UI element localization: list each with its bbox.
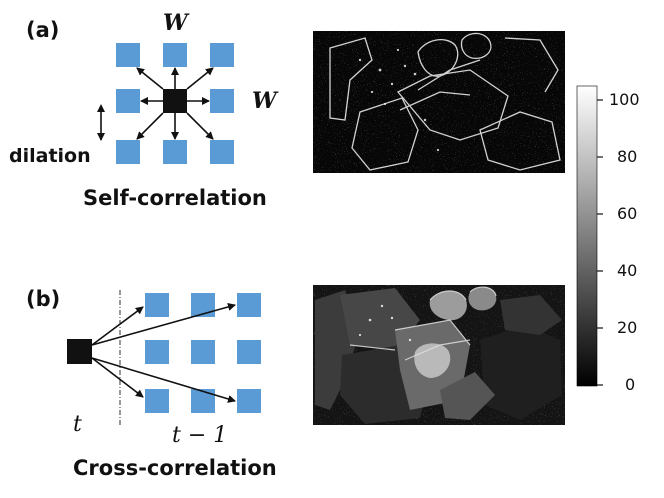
cross-correlation-grid (145, 293, 261, 413)
grid-cell (237, 389, 261, 413)
dilation-label: dilation (9, 145, 91, 167)
grid-cell (163, 43, 187, 67)
panel-b-label: (b) (26, 287, 61, 311)
arrow (91, 357, 236, 403)
panel-a-label: (a) (26, 18, 60, 42)
grid-cell (191, 340, 215, 364)
arrow (91, 303, 236, 346)
self-correlation-caption: Self-correlation (83, 186, 267, 210)
colorbar-tick-label: 20 (617, 318, 638, 337)
grid-cell (116, 89, 140, 113)
colorbar (576, 85, 603, 387)
grid-cell (145, 340, 169, 364)
grid-cell (210, 140, 234, 164)
colorbar-tick-label: 0 (625, 375, 636, 394)
arrow (136, 67, 164, 90)
arrow (186, 112, 214, 140)
colorbar-tick-label: 40 (617, 261, 638, 280)
t-label: t (73, 412, 82, 437)
grid-cell (145, 389, 169, 413)
grid-cell (191, 389, 215, 413)
grid-cell (237, 340, 261, 364)
w-right-label: W (252, 88, 277, 114)
grid-cell (237, 293, 261, 317)
t-minus-1-label: t − 1 (172, 423, 228, 448)
grid-cell (210, 43, 234, 67)
grid-cell (116, 140, 140, 164)
source-cell (67, 339, 92, 364)
grid-cell (116, 43, 140, 67)
colorbar-tick-label: 80 (617, 147, 638, 166)
arrow (186, 67, 214, 90)
cross-correlation-map (313, 285, 565, 425)
self-correlation-map (313, 31, 565, 173)
arrow (136, 112, 164, 140)
colorbar-gradient (576, 85, 598, 387)
cross-correlation-caption: Cross-correlation (73, 456, 277, 480)
w-top-label: W (163, 10, 188, 36)
colorbar-tick-label: 60 (617, 204, 638, 223)
arrow (91, 357, 144, 398)
grid-cell (191, 293, 215, 317)
self-correlation-grid (116, 43, 234, 164)
cross-correlation-arrows (91, 303, 236, 403)
grid-cell (210, 89, 234, 113)
center-cell (163, 89, 187, 113)
colorbar-tick-label: 100 (609, 90, 640, 109)
grid-cell (145, 293, 169, 317)
self-correlation-arrows (97, 67, 214, 141)
arrow (91, 306, 144, 346)
grid-cell (163, 140, 187, 164)
